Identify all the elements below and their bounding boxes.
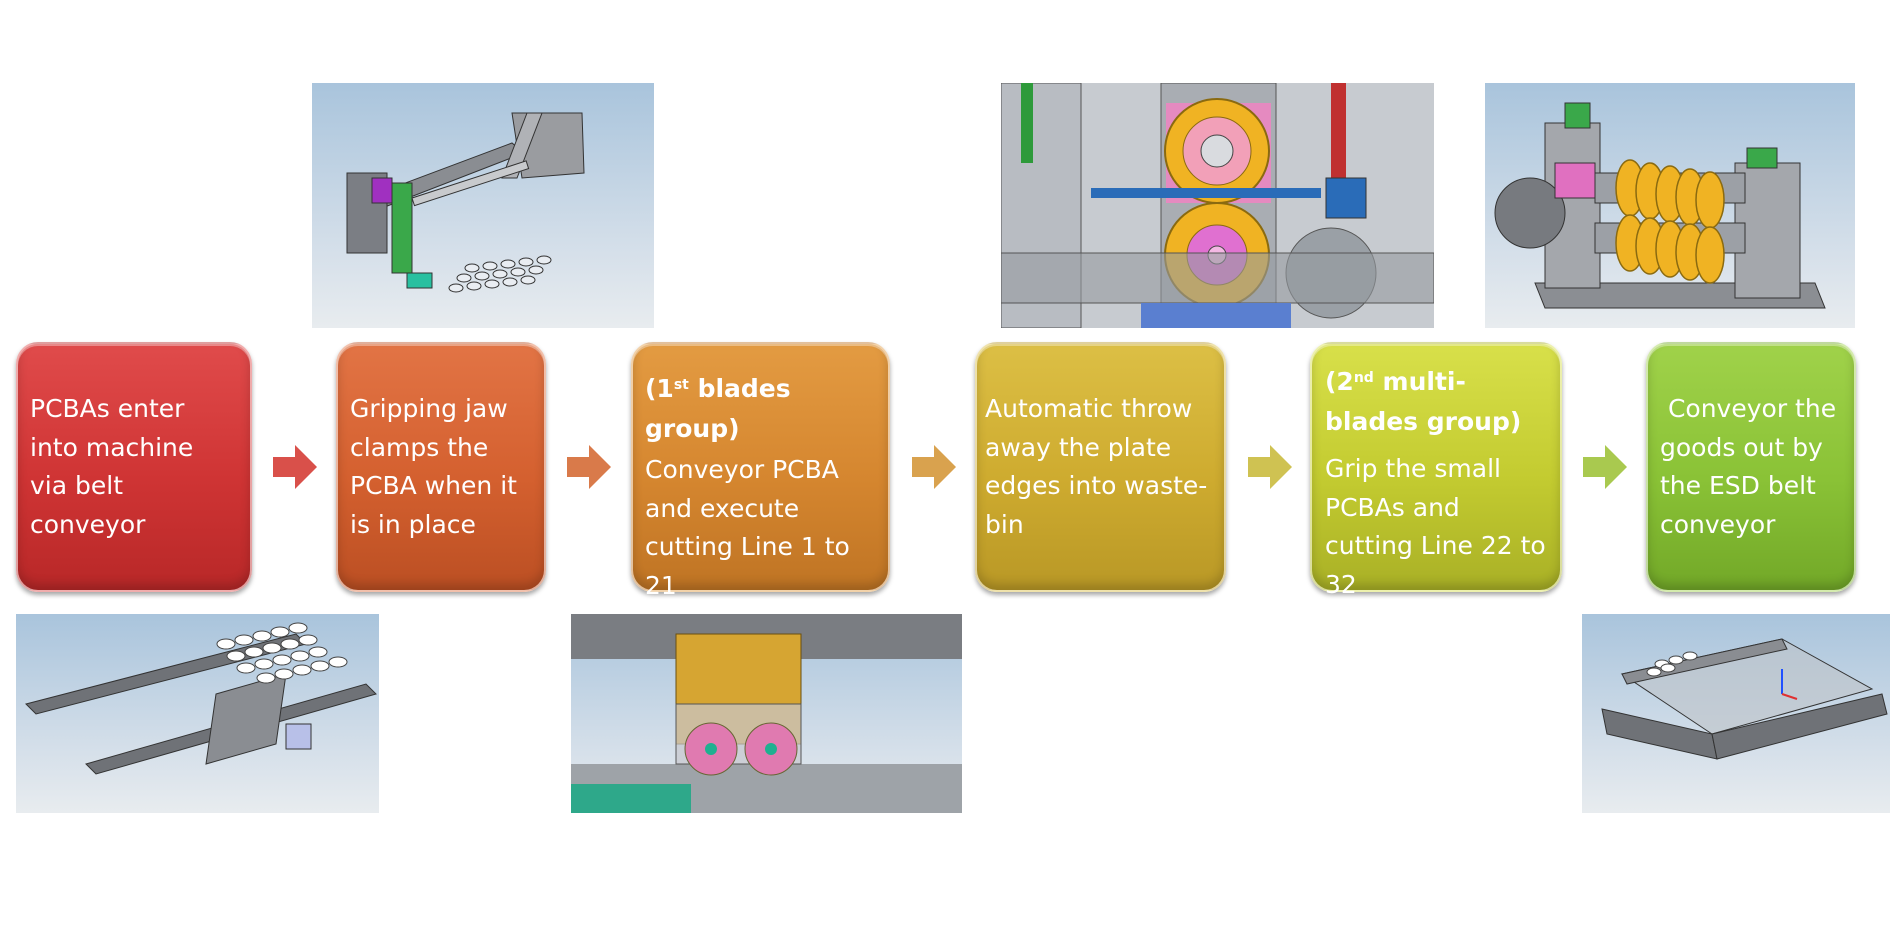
step-5-heading: (2nd multi-blades group)	[1325, 367, 1522, 436]
arrow-4	[1246, 443, 1294, 491]
step-5-text: Grip the small PCBAs and cutting Line 22…	[1325, 454, 1546, 599]
arrow-3	[910, 443, 958, 491]
esd-conveyor-image	[1582, 614, 1890, 813]
step-3-box: (1st blades group) Conveyor PCBA and exe…	[631, 342, 890, 600]
step-2-box: Gripping jaw clamps the PCBA when it is …	[336, 342, 546, 592]
step-1-text: PCBAs enter into machine via belt convey…	[30, 394, 194, 539]
step-6-box: Conveyor the goods out by the ESD belt c…	[1646, 342, 1856, 592]
step-2-text: Gripping jaw clamps the PCBA when it is …	[350, 394, 517, 539]
step-1-box: PCBAs enter into machine via belt convey…	[16, 342, 252, 592]
step-3-text: Conveyor PCBA and execute cutting Line 1…	[645, 455, 850, 600]
step-4-box: Automatic throw away the plate edges int…	[975, 342, 1226, 592]
step-5-box: (2nd multi-blades group) Grip the small …	[1310, 342, 1562, 599]
blade-group-image	[571, 614, 962, 813]
arrow-5	[1581, 443, 1629, 491]
step-3-heading: (1st blades group)	[645, 374, 791, 443]
multi-blades-image	[1485, 83, 1855, 328]
step-6-text: Conveyor the goods out by the ESD belt c…	[1660, 394, 1845, 539]
arrow-1	[271, 443, 319, 491]
blade-rollers-image	[1001, 83, 1434, 328]
step-4-text: Automatic throw away the plate edges int…	[985, 394, 1208, 539]
gripper-arm-image	[312, 83, 654, 328]
arrow-2	[565, 443, 613, 491]
belt-conveyor-image	[16, 614, 379, 813]
